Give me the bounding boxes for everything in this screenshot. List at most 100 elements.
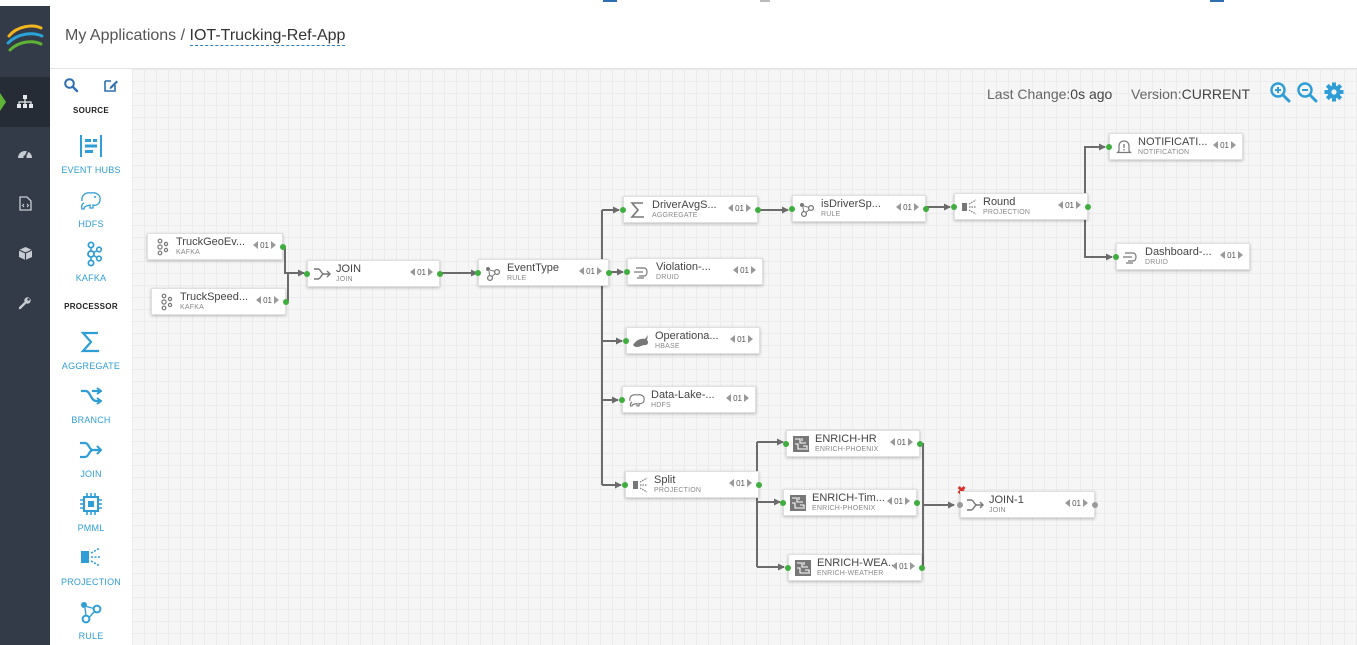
increase-arrow-icon[interactable] [1238,251,1243,259]
increase-arrow-icon[interactable] [1231,141,1236,149]
parallelism-control[interactable]: 01 [896,203,919,212]
input-port[interactable] [623,338,629,344]
decrease-arrow-icon[interactable] [733,266,739,274]
node-enrich-hr[interactable]: ENRICH-HR ENRICH-PHOENIX 01 [783,430,923,457]
increase-arrow-icon[interactable] [747,479,752,487]
breadcrumb-app-name[interactable]: IOT-Trucking-Ref-App [189,27,346,46]
node-join-1[interactable]: JOIN-1 JOIN 01 [957,491,1098,518]
input-port[interactable] [789,206,795,212]
input-port[interactable] [783,441,789,447]
nav-topology[interactable] [0,77,50,127]
node-truck-geo-events[interactable]: TruckGeoEv... KAFKA 01 [147,233,286,260]
topology-canvas[interactable]: Last Change:0s ago Version:CURRENT [132,69,1357,645]
increase-arrow-icon[interactable] [748,335,753,343]
decrease-arrow-icon[interactable] [253,241,259,249]
parallelism-control[interactable]: 01 [1213,141,1236,150]
increase-arrow-icon[interactable] [1076,201,1081,209]
decrease-arrow-icon[interactable] [410,268,416,276]
parallelism-control[interactable]: 01 [1065,499,1088,508]
output-port[interactable] [914,500,920,506]
node-truck-speed-events[interactable]: TruckSpeed... KAFKA 01 [151,288,289,315]
decrease-arrow-icon[interactable] [1213,141,1219,149]
increase-arrow-icon[interactable] [908,438,913,446]
decrease-arrow-icon[interactable] [1058,201,1064,209]
output-port[interactable] [280,244,286,250]
nav-config[interactable] [0,278,50,328]
input-port[interactable] [951,204,957,210]
input-port[interactable] [1106,144,1112,150]
decrease-arrow-icon[interactable] [1065,499,1071,507]
parallelism-control[interactable]: 01 [253,241,276,250]
input-port[interactable] [619,397,625,403]
nav-dashboard[interactable] [0,128,50,178]
parallelism-control[interactable]: 01 [730,335,753,344]
parallelism-control[interactable]: 01 [256,296,279,305]
breadcrumb-root[interactable]: My Applications [65,27,177,44]
input-port[interactable] [304,271,310,277]
node-violation[interactable]: Violation-... DRUID 01 [624,258,763,285]
parallelism-control[interactable]: 01 [579,267,602,276]
palette-item-join[interactable]: JOIN [50,437,132,479]
parallelism-control[interactable]: 01 [729,479,752,488]
increase-arrow-icon[interactable] [1083,499,1088,507]
node-data-lake[interactable]: Data-Lake-... HDFS 01 [619,386,756,413]
nav-packages[interactable] [0,228,50,278]
input-port[interactable] [780,500,786,506]
decrease-arrow-icon[interactable] [256,296,262,304]
node-event-type[interactable]: EventType RULE 01 [475,259,612,286]
edit-icon[interactable] [103,77,119,93]
decrease-arrow-icon[interactable] [896,203,902,211]
palette-item-kafka[interactable]: KAFKA [50,241,132,283]
node-round[interactable]: Round PROJECTION 01 [951,193,1091,220]
output-port[interactable] [606,270,612,276]
node-is-driver-speeding[interactable]: isDriverSp... RULE 01 [789,195,929,222]
increase-arrow-icon[interactable] [905,497,910,505]
parallelism-control[interactable]: 01 [733,266,756,275]
node-notification[interactable]: NOTIFICATI... NOTIFICATION 01 [1106,133,1243,160]
decrease-arrow-icon[interactable] [579,267,585,275]
output-port[interactable] [923,206,929,212]
output-port[interactable] [919,565,925,571]
input-port[interactable] [622,482,628,488]
palette-item-rule[interactable]: RULE [50,599,132,641]
decrease-arrow-icon[interactable] [728,204,734,212]
increase-arrow-icon[interactable] [271,241,276,249]
decrease-arrow-icon[interactable] [1220,251,1226,259]
decrease-arrow-icon[interactable] [887,497,893,505]
decrease-arrow-icon[interactable] [892,562,898,570]
nav-documents[interactable] [0,178,50,228]
increase-arrow-icon[interactable] [274,296,279,304]
decrease-arrow-icon[interactable] [726,394,732,402]
settings-icon[interactable] [1323,81,1345,103]
output-port[interactable] [917,441,923,447]
parallelism-control[interactable]: 01 [890,438,913,447]
node-join[interactable]: JOIN JOIN 01 [304,260,443,287]
parallelism-control[interactable]: 01 [1058,201,1081,210]
zoom-out-icon[interactable] [1296,81,1318,103]
node-split[interactable]: Split PROJECTION 01 [622,471,762,498]
increase-arrow-icon[interactable] [428,268,433,276]
output-port[interactable] [283,299,289,305]
node-enrich-timesheet[interactable]: ENRICH-Tim... ENRICH-PHOENIX 01 [780,489,920,516]
output-port[interactable] [755,207,761,213]
increase-arrow-icon[interactable] [910,562,915,570]
node-enrich-weather[interactable]: ENRICH-WEA... ENRICH-WEATHER 01 [785,554,925,581]
input-port[interactable] [620,207,626,213]
input-port[interactable] [475,270,481,276]
parallelism-control[interactable]: 01 [887,497,910,506]
search-icon[interactable] [63,77,79,93]
zoom-in-icon[interactable] [1269,81,1291,103]
palette-item-event-hubs[interactable]: EVENT HUBS [50,133,132,175]
streamline-logo-icon[interactable] [3,16,47,60]
input-port[interactable] [785,565,791,571]
input-port[interactable] [624,269,630,275]
palette-item-aggregate[interactable]: AGGREGATE [50,329,132,371]
increase-arrow-icon[interactable] [746,204,751,212]
decrease-arrow-icon[interactable] [729,479,735,487]
palette-item-pmml[interactable]: PMML [50,491,132,533]
increase-arrow-icon[interactable] [597,267,602,275]
output-port[interactable] [756,482,762,488]
increase-arrow-icon[interactable] [914,203,919,211]
palette-item-branch[interactable]: BRANCH [50,383,132,425]
decrease-arrow-icon[interactable] [890,438,896,446]
